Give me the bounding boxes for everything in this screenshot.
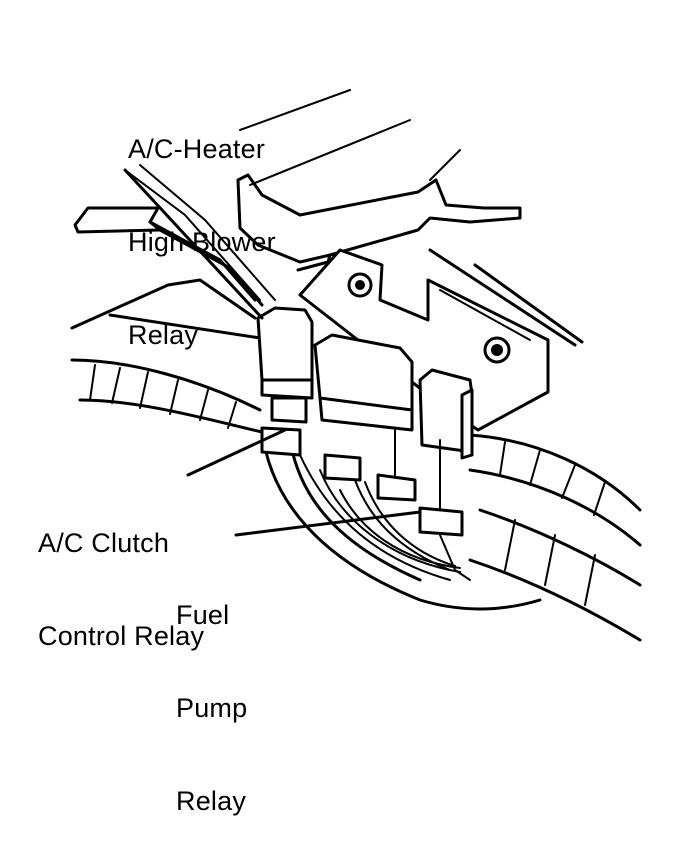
leader-fuel-pump bbox=[234, 510, 422, 537]
center-relay-block bbox=[313, 333, 414, 432]
label-line: Fuel bbox=[176, 600, 230, 630]
label-line: Relay bbox=[176, 786, 247, 816]
left-lines bbox=[70, 164, 276, 340]
relay-wires bbox=[354, 479, 471, 581]
label-line: Pump bbox=[176, 693, 248, 723]
leader-lines bbox=[123, 168, 422, 537]
relay-location-illustration bbox=[70, 89, 642, 642]
label-line: A/C Clutch bbox=[38, 528, 170, 558]
label-line: Relay bbox=[128, 320, 199, 350]
label-high-blower-relay: A/C-Heater High Blower Relay bbox=[128, 72, 276, 382]
wiring-harness bbox=[70, 358, 642, 642]
label-line: High Blower bbox=[128, 227, 276, 257]
label-fuel-pump-relay: Fuel Pump Relay bbox=[176, 538, 247, 848]
fuel-pump-relay-connector bbox=[394, 429, 464, 537]
clutch-relay-connector bbox=[260, 426, 417, 502]
upper-panel bbox=[236, 89, 584, 347]
label-line: Control Relay bbox=[38, 621, 205, 651]
right-relay-block bbox=[418, 368, 474, 460]
label-line: A/C-Heater bbox=[128, 134, 266, 164]
high-blower-relay-body bbox=[256, 306, 314, 424]
leader-high-blower bbox=[123, 168, 264, 320]
label-clutch-relay: A/C Clutch Control Relay bbox=[38, 466, 204, 683]
leader-clutch bbox=[186, 428, 287, 477]
bracket-tab bbox=[73, 206, 264, 307]
